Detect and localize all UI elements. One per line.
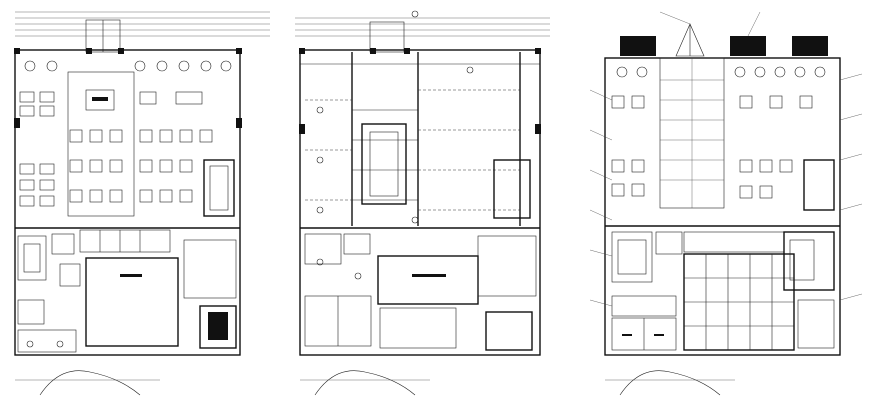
- booth-outline: [493, 159, 531, 219]
- outer-wall: [299, 49, 541, 356]
- street-lines: [15, 11, 270, 37]
- facade-columns: [14, 48, 242, 128]
- roof-units: [620, 23, 828, 57]
- annotated-storage: [683, 231, 785, 253]
- service-ceiling: [477, 235, 537, 351]
- kitchen-ceiling: [377, 255, 479, 305]
- kitchen-tile-grid: [683, 253, 795, 351]
- ceiling-fixtures: [316, 66, 474, 280]
- landmark-outline: [619, 370, 721, 396]
- facade-columns: [299, 48, 541, 134]
- annotated-service: [783, 231, 835, 349]
- central-bar-area: [67, 71, 135, 217]
- storage-cabinets: [79, 229, 171, 253]
- outer-wall: [14, 49, 241, 356]
- annotated-back-of-house: [611, 231, 683, 351]
- booth-seating: [803, 159, 835, 211]
- ceiling-grid: [300, 52, 540, 226]
- plan-annotated: [589, 11, 863, 396]
- street-lines: [295, 17, 550, 37]
- ceiling-back-of-house: [304, 233, 372, 347]
- booth-seating: [203, 159, 235, 217]
- plan-ceiling: [295, 10, 550, 396]
- walkway-slats: [660, 58, 724, 208]
- annotated-tables: [611, 66, 826, 199]
- round-tables-row: [24, 60, 232, 72]
- service-room: [183, 239, 237, 349]
- back-of-house-left: [17, 233, 81, 353]
- kitchen-room: [85, 257, 179, 347]
- dining-tables-right: [69, 91, 213, 203]
- north-marker: [411, 10, 419, 18]
- outer-wall: [604, 57, 841, 356]
- dining-tables-left: [19, 91, 55, 207]
- landmark-outline: [39, 370, 141, 396]
- landmark-outline: [314, 370, 416, 396]
- bar-bulkhead: [361, 123, 407, 205]
- annotation-leaders: [589, 11, 863, 307]
- plan-furniture-layout: [14, 11, 270, 396]
